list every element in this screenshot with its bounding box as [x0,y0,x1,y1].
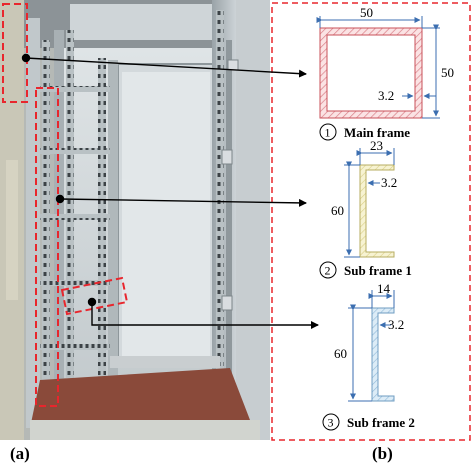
main-frame-caption: Main frame [344,125,410,140]
sub-frame-2-height: 60 [334,346,347,361]
panel-label-b: (b) [372,444,393,463]
sub-frame-1-width: 23 [370,138,383,153]
panel-label-a: (a) [10,444,30,463]
arrow-main-frame [25,57,307,78]
main-frame-highlight [2,3,28,103]
sub-frame-1-height: 60 [331,203,344,218]
section-main-frame: 50 50 3.2 1 Main frame [316,5,454,141]
sub-frame-1-highlight [35,87,59,407]
section-sub-frame-2: 14 60 3.2 3 Sub frame 2 [322,281,415,431]
sub-frame-2-number: 3 [328,416,334,430]
panel-b-dashed-frame [271,2,471,441]
sub-frame-2-highlight [60,276,129,316]
sub-frame-1-caption: Sub frame 1 [344,263,412,278]
sub-frame-2-caption: Sub frame 2 [347,415,415,430]
arrow-sub-frame-1 [59,198,307,207]
main-frame-height: 50 [441,65,454,80]
sub-frame-2-thickness: 3.2 [388,317,404,332]
main-frame-number: 1 [325,126,331,140]
arrow-sub-frame-2 [91,302,319,329]
leader-arrows [21,53,319,329]
highlight-boxes [2,3,129,407]
main-frame-thickness: 3.2 [378,88,394,103]
cabinet-photo [0,0,270,440]
sub-frame-1-thickness: 3.2 [381,175,397,190]
sub-frame-2-width: 14 [377,281,391,296]
main-frame-width: 50 [360,5,373,20]
section-sub-frame-1: 23 60 3.2 2 Sub frame 1 [319,138,412,279]
sub-frame-1-number: 2 [325,264,331,278]
